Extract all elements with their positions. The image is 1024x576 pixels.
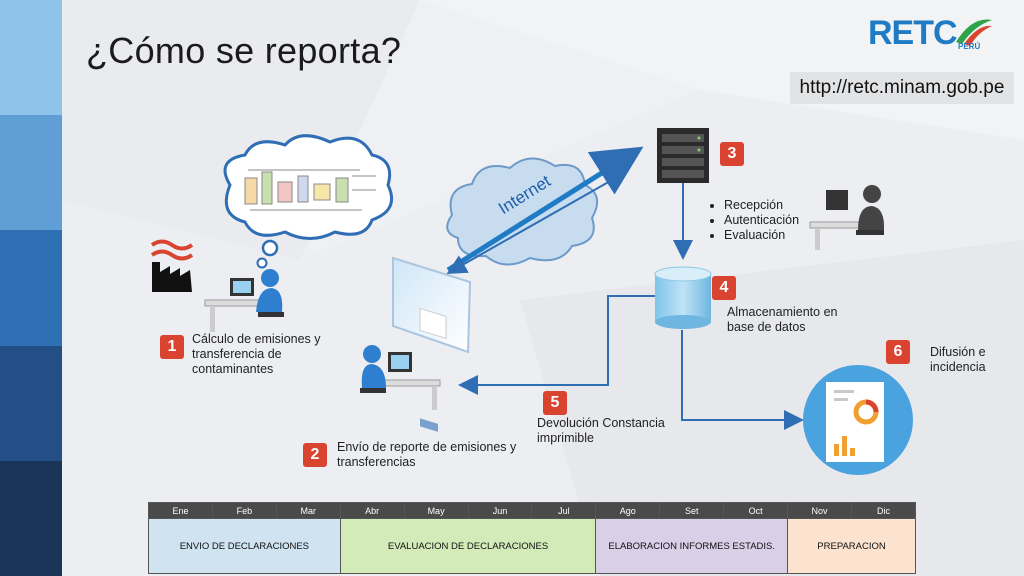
step-badge-6: 6 (886, 340, 910, 364)
process-plant-drawing (244, 169, 376, 211)
phase-evaluacion: EVALUACION DE DECLARACIONES (339, 518, 597, 574)
month-cell: Ene (148, 502, 213, 519)
retc-logo: RETC PERÚ (868, 14, 1018, 60)
database-icon (654, 266, 712, 329)
report-icon (803, 365, 913, 475)
sidebar-color-bands (0, 0, 62, 576)
month-cell: Oct (723, 502, 789, 519)
month-cell: Mar (275, 502, 341, 519)
step-3-item: Autenticación (724, 213, 799, 228)
step-badge-4: 4 (712, 276, 736, 300)
month-cell: May (403, 502, 469, 519)
month-cell: Abr (339, 502, 405, 519)
month-cell: Feb (211, 502, 277, 519)
web-form-screen (392, 256, 472, 432)
logo-country: PERÚ (958, 42, 981, 51)
constancia-arrow (458, 295, 655, 395)
step-label-6: Difusión e incidencia (930, 345, 986, 374)
page-title: ¿Cómo se reporta? (86, 30, 402, 71)
step-badge-5: 5 (543, 391, 567, 415)
step-label-5: Devolución Constancia imprimible (537, 416, 665, 445)
timeline-table: Ene Feb Mar Abr May Jun Jul Ago Set Oct … (148, 502, 917, 574)
month-cell: Jul (531, 502, 597, 519)
month-cell: Jun (467, 502, 533, 519)
person-desk-1 (204, 269, 284, 332)
step-list-3: Recepción Autenticación Evaluación (708, 198, 799, 243)
thought-cloud (223, 134, 393, 269)
step-label-1: Cálculo de emisiones y transferencia de … (192, 332, 321, 376)
month-cell: Nov (787, 502, 852, 519)
month-cell: Ago (595, 502, 661, 519)
timeline-phases-row: ENVIO DE DECLARACIONES EVALUACION DE DEC… (148, 518, 916, 574)
phase-elaboracion: ELABORACION INFORMES ESTADIS. (595, 518, 789, 574)
step-badge-1: 1 (160, 335, 184, 359)
step-badge-3: 3 (720, 142, 744, 166)
month-cell: Set (659, 502, 725, 519)
admin-desk (809, 185, 885, 250)
phase-envio: ENVIO DE DECLARACIONES (148, 518, 341, 574)
server-icon (657, 128, 709, 183)
logo-swoosh-icon (956, 19, 992, 46)
return-arrow-thin (446, 179, 613, 274)
db-to-report-arrow (681, 330, 804, 430)
timeline-months-row: Ene Feb Mar Abr May Jun Jul Ago Set Oct … (148, 502, 917, 519)
factory-icon (150, 239, 194, 292)
step-label-2: Envío de reporte de emisiones y transfer… (337, 440, 517, 469)
step-badge-2: 2 (303, 443, 327, 467)
step-label-4: Almacenamiento en base de datos (727, 305, 838, 334)
upload-arrow (446, 146, 644, 273)
step-3-item: Recepción (724, 198, 799, 213)
url-box[interactable]: http://retc.minam.gob.pe (790, 72, 1014, 104)
person-desk-2 (360, 345, 441, 410)
logo-text: RETC (868, 14, 958, 52)
phase-preparacion: PREPARACION (787, 518, 916, 574)
month-cell: Dic (850, 502, 917, 519)
step-3-item: Evaluación (724, 228, 799, 243)
internet-cloud (446, 157, 599, 266)
